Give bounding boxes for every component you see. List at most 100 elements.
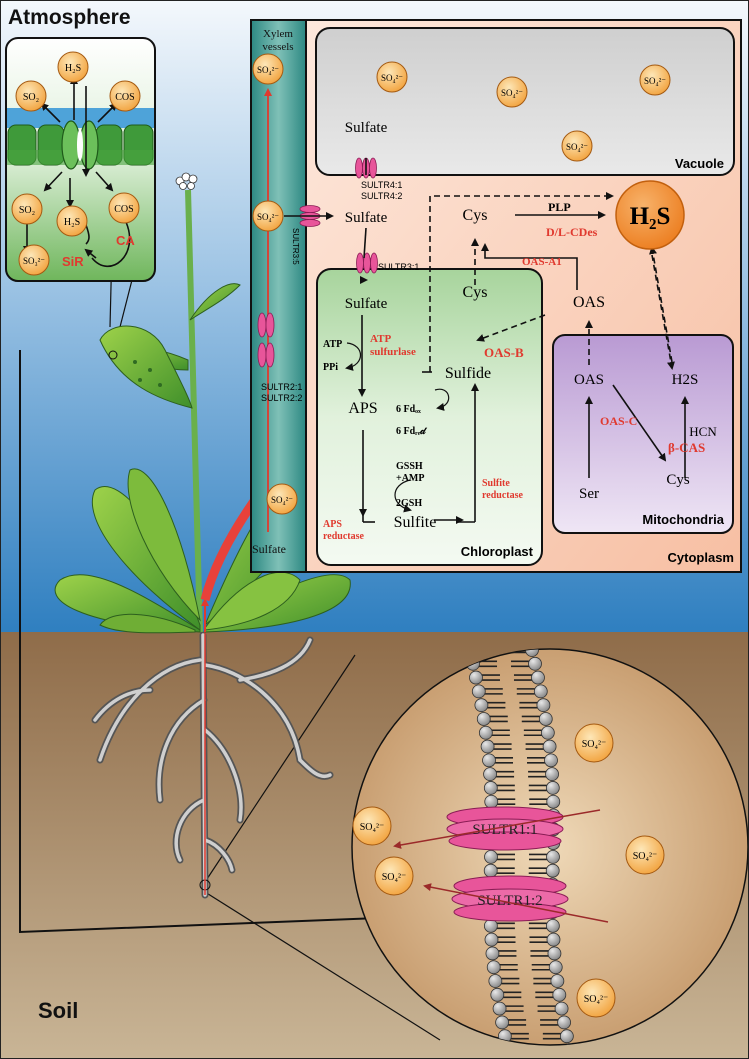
sir-label: SiR: [62, 254, 84, 269]
vacuole-label: Vacuole: [675, 156, 724, 171]
sultr12-label: SULTR1:2: [477, 893, 542, 909]
lipid-head: [552, 987, 567, 1002]
atmosphere-label: Atmosphere: [8, 6, 131, 29]
h2s-mito-label: H2S: [672, 372, 699, 388]
aps-reductase-label: reductase: [323, 531, 364, 542]
sulfate-ions-cell: SO₄²⁻ SO₄²⁻ SO₄²⁻ SO₄²⁻ SO₄²⁻ SO₄²⁻ SO₄²…: [252, 53, 671, 515]
vacuole: [315, 27, 735, 176]
lipid-head: [545, 767, 559, 782]
lipid-head: [478, 725, 493, 740]
lipid-head: [490, 987, 505, 1002]
svg-text:SO₄²⁻: SO₄²⁻: [257, 212, 279, 222]
oas-a1-label: OAS-A1: [522, 256, 562, 268]
lipid-head: [484, 932, 499, 947]
lipid-head: [495, 1015, 510, 1030]
svg-text:SO₄²⁻: SO₄²⁻: [582, 739, 607, 750]
cytoplasm-label: Cytoplasm: [668, 550, 734, 565]
oas-c-label: OAS-C: [600, 414, 637, 428]
cos-label: COS: [114, 204, 133, 215]
plp-label: PLP: [548, 200, 571, 214]
metabolites: Sulfate Sulfate APS Sulfite Sulfide Cys …: [345, 207, 718, 531]
aps-reductase-label: APS: [323, 519, 342, 530]
cauline-leaf: [99, 325, 193, 409]
root-membrane-zoom: SULTR1:1 SULTR1:2 SO₄²⁻ SO₄²⁻ SO₄²⁻ SO₄²…: [351, 648, 749, 1046]
xylem-label: Xylem: [263, 28, 293, 40]
fd-red-label: 6 Fdᵣₑ𝒹: [396, 426, 428, 437]
lipid-head: [546, 932, 561, 947]
lipid-head: [483, 781, 498, 795]
gsh-label: 2GSH: [396, 498, 422, 509]
lipid-head: [484, 794, 499, 809]
lipid-head: [483, 767, 497, 782]
lipid-head: [548, 960, 563, 975]
lipid-head: [545, 918, 560, 933]
lipid-head: [557, 1015, 572, 1030]
svg-text:SO₄²⁻: SO₄²⁻: [501, 88, 523, 98]
cos-label: COS: [115, 92, 134, 103]
sultr35-label: SULTR3:5: [291, 228, 300, 265]
lipid-head: [469, 670, 483, 685]
leaf-inset: H₂S SO₂ COS SO₂ H₂S COS SO₃²⁻ SiR CA: [5, 37, 156, 282]
cofactors: ATP PPi 6 Fdₒₓ 6 Fdᵣₑ𝒹 GSSH +AMP 2GSH PL…: [323, 200, 571, 509]
cys-chloroplast-label: Cys: [463, 284, 488, 301]
root-connector-line: [19, 350, 456, 934]
ca-label: CA: [116, 233, 135, 248]
sultr42-label: SULTR4:2: [361, 191, 402, 201]
sulfate-vacuole-label: Sulfate: [345, 120, 388, 136]
root-zoom-line: [204, 654, 356, 883]
lipid-head: [540, 725, 555, 740]
sultr12-transporter: SULTR1:2: [451, 875, 569, 922]
lipid-head: [546, 849, 560, 864]
chloroplast-label: Chloroplast: [461, 544, 534, 559]
transporters: [257, 157, 378, 368]
sultr22-label: SULTR2:2: [261, 393, 302, 403]
cys-mito-label: Cys: [666, 472, 690, 488]
svg-text:SO₄²⁻: SO₄²⁻: [271, 495, 293, 505]
cys-cytoplasm-label: Cys: [463, 207, 488, 224]
flower: [175, 172, 198, 190]
sulfite-label: Sulfite: [394, 514, 437, 531]
lipid-head: [474, 698, 489, 713]
lipid-head: [483, 863, 498, 878]
lipid-head: [550, 974, 565, 988]
oas-mito-label: OAS: [574, 372, 604, 388]
sultr11-label: SULTR1:1: [472, 822, 537, 838]
lipid-head: [476, 712, 491, 726]
lipid-head: [484, 849, 498, 864]
lipid-head: [559, 1029, 574, 1044]
lipid-head: [536, 698, 551, 713]
sultr31-label: SULTR3:1: [378, 262, 419, 272]
soil-label: Soil: [38, 998, 78, 1023]
h2s-sphere: H₂S: [615, 180, 685, 250]
svg-text:SO₄²⁻: SO₄²⁻: [633, 851, 658, 862]
ion-bubble: H₂S: [57, 51, 89, 83]
sulfite-reductase-label: reductase: [482, 490, 523, 501]
pathway-arrows: [284, 211, 689, 524]
sulfate-xylem-label: Sulfate: [252, 542, 286, 556]
sulfide-label: Sulfide: [445, 365, 491, 382]
rosette: [54, 468, 351, 634]
lipid-head: [531, 670, 545, 685]
xylem-vessel: [252, 21, 305, 571]
lipid-head: [545, 863, 560, 878]
svg-text:SO₄²⁻: SO₄²⁻: [382, 872, 407, 883]
amp-label: +AMP: [396, 473, 424, 484]
lipid-head: [538, 712, 553, 726]
mitochondria: [552, 334, 734, 534]
xylem-label: vessels: [262, 41, 293, 53]
mitochondria-label: Mitochondria: [642, 512, 724, 527]
lipid-head: [486, 960, 501, 975]
lipid-head: [562, 1043, 577, 1045]
lipid-head: [547, 946, 562, 961]
ppi-label: PPi: [323, 362, 338, 373]
aps-label: APS: [348, 400, 377, 417]
atp-sulfurylase-label: ATP: [370, 333, 391, 345]
h2s-big-label: H₂S: [630, 203, 671, 230]
sultr11-transporter: SULTR1:1: [446, 806, 564, 851]
lipid-head: [488, 974, 503, 988]
atp-label: ATP: [323, 339, 342, 350]
lipid-head: [471, 684, 486, 699]
h2s-label: H₂S: [64, 217, 80, 228]
lipid-head: [546, 794, 561, 809]
